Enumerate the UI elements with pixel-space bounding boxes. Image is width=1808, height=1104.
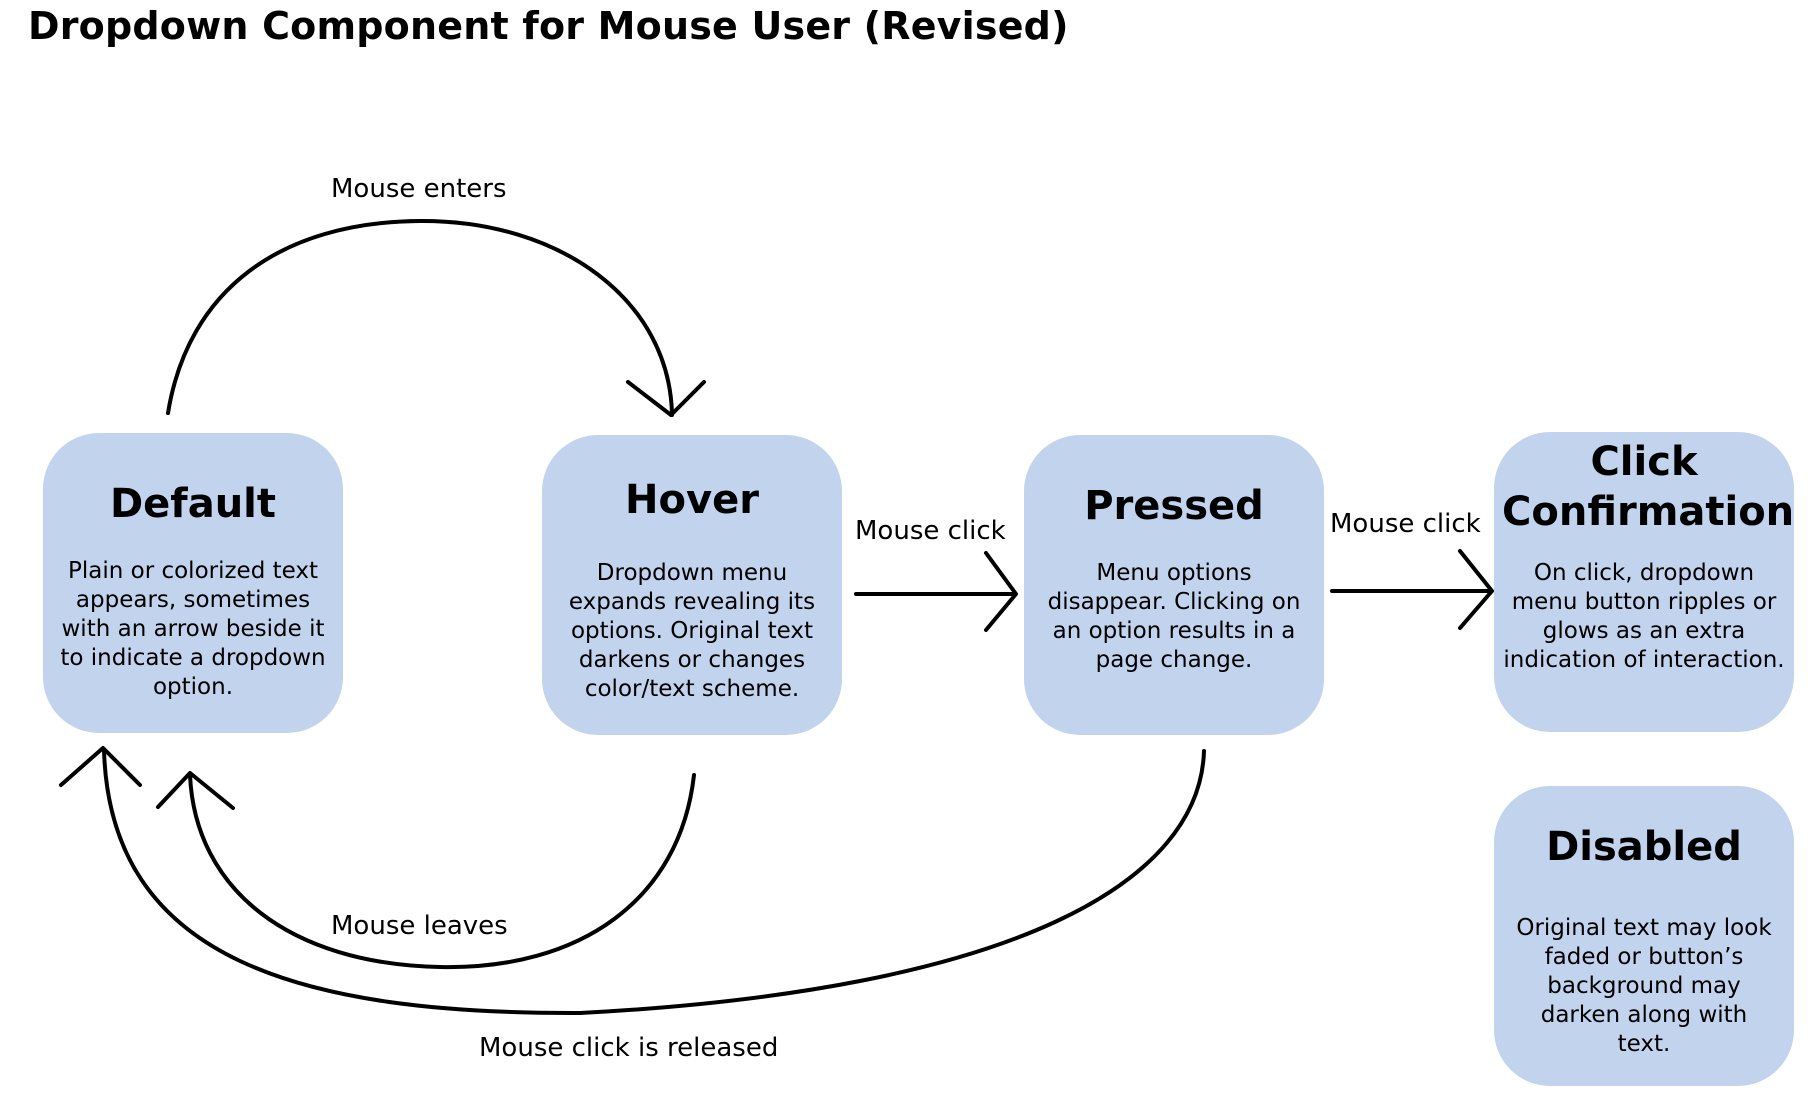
hover-click-arrowhead-icon bbox=[984, 551, 1018, 632]
edge-label-mouse-enters: Mouse enters bbox=[331, 174, 507, 204]
state-click-confirmation: Click Confirmation On click, dropdown me… bbox=[1494, 432, 1794, 732]
state-hover-title: Hover bbox=[625, 477, 759, 523]
edge-label-mouse-leaves: Mouse leaves bbox=[331, 911, 508, 941]
edge-label-pressed-click: Mouse click bbox=[1330, 509, 1481, 539]
mouse-leaves-arrowhead-icon bbox=[156, 771, 235, 810]
mouse-enters-arrowhead-icon bbox=[626, 380, 706, 417]
edge-label-click-released: Mouse click is released bbox=[479, 1033, 779, 1063]
state-click-confirmation-title: Click Confirmation bbox=[1502, 439, 1795, 535]
click-released-arrowhead-icon bbox=[59, 746, 142, 787]
state-disabled: Disabled Original text may look faded or… bbox=[1494, 786, 1794, 1086]
page-title: Dropdown Component for Mouse User (Revis… bbox=[28, 4, 1069, 48]
pressed-click-arrowhead-icon bbox=[1458, 549, 1494, 630]
mouse-leaves-arrow bbox=[188, 773, 696, 970]
state-disabled-title: Disabled bbox=[1546, 824, 1742, 870]
state-pressed-title: Pressed bbox=[1084, 483, 1264, 529]
state-click-confirmation-description: On click, dropdown menu button ripples o… bbox=[1503, 560, 1785, 673]
state-default: Default Plain or colorized text appears,… bbox=[43, 433, 343, 733]
state-disabled-description: Original text may look faded or button’s… bbox=[1516, 915, 1772, 1057]
state-pressed: Pressed Menu options disappear. Clicking… bbox=[1024, 435, 1324, 735]
state-default-description: Plain or colorized text appears, sometim… bbox=[60, 558, 326, 700]
state-hover: Hover Dropdown menu expands revealing it… bbox=[542, 435, 842, 735]
edge-label-hover-click: Mouse click bbox=[855, 516, 1006, 546]
state-default-title: Default bbox=[109, 481, 277, 527]
mouse-enters-arrow bbox=[166, 218, 674, 417]
click-released-arrow bbox=[102, 748, 1206, 1016]
state-hover-description: Dropdown menu expands revealing its opti… bbox=[568, 560, 816, 702]
state-pressed-description: Menu options disappear. Clicking on an o… bbox=[1047, 560, 1301, 673]
